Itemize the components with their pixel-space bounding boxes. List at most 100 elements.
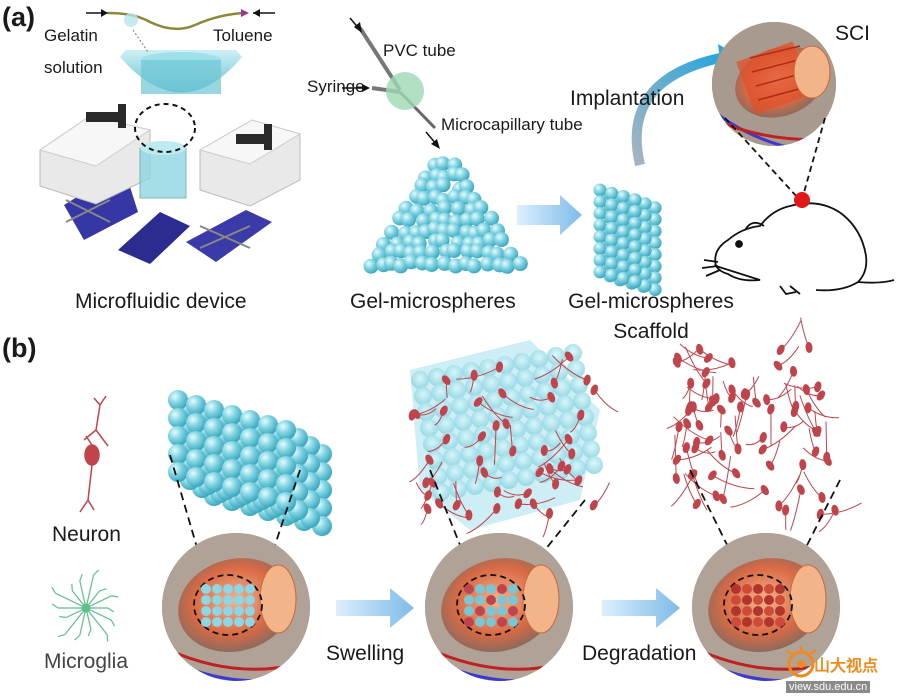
cord-fill-bead bbox=[245, 606, 255, 616]
neuron-process bbox=[795, 464, 804, 484]
neuron-process bbox=[529, 396, 552, 401]
swollen-scaffold-with-neurons bbox=[408, 340, 619, 538]
neuron-process bbox=[420, 508, 429, 525]
cube-sphere bbox=[168, 462, 188, 482]
cord-fill-bead bbox=[753, 606, 763, 616]
watermark-url: view.sdu.edu.cn bbox=[786, 681, 871, 693]
cord-fill-bead bbox=[201, 584, 211, 594]
cube-sphere bbox=[168, 426, 188, 446]
swollen-bead bbox=[500, 471, 518, 489]
cube-sphere bbox=[648, 201, 662, 215]
neuron-process bbox=[415, 408, 437, 416]
sci-spinal-cord-view bbox=[712, 22, 836, 146]
cube-sphere bbox=[638, 232, 652, 246]
microglia-twig bbox=[87, 629, 92, 637]
swollen-bead bbox=[446, 464, 464, 482]
neuron-process bbox=[455, 480, 458, 506]
cord-fill-bead bbox=[764, 595, 774, 605]
cord-fill-bead bbox=[775, 584, 785, 594]
neuron-process bbox=[691, 474, 708, 511]
cube-sphere bbox=[593, 242, 607, 255]
cube-sphere bbox=[222, 441, 242, 461]
swollen-bead bbox=[579, 424, 597, 442]
swollen-bead bbox=[514, 452, 532, 470]
watermark-brand: 山大视点 bbox=[814, 658, 879, 675]
cord-fill-bead bbox=[508, 584, 518, 594]
cube-sphere bbox=[605, 186, 619, 200]
swollen-bead bbox=[457, 429, 475, 447]
cord-fill-bead bbox=[753, 617, 763, 627]
cord-fill-bead bbox=[234, 606, 244, 616]
microglia-twig bbox=[111, 595, 119, 598]
neuron-process bbox=[800, 317, 810, 348]
swollen-bead bbox=[471, 410, 489, 428]
neuron-process bbox=[493, 425, 497, 465]
neuron-process bbox=[780, 320, 802, 351]
neuron-process bbox=[464, 435, 483, 448]
swollen-bead bbox=[428, 368, 446, 386]
neuron-process bbox=[539, 465, 562, 483]
cube-sphere bbox=[628, 275, 642, 289]
microsphere bbox=[416, 190, 432, 206]
neuron-process bbox=[569, 414, 582, 433]
microglia-twig bbox=[110, 619, 116, 627]
microglia-twig bbox=[51, 586, 56, 594]
cube-sphere bbox=[240, 464, 260, 484]
cube-sphere bbox=[628, 204, 642, 218]
swollen-bead bbox=[548, 446, 566, 464]
swollen-bead bbox=[585, 456, 603, 474]
neuron-process bbox=[534, 356, 570, 380]
cube-sphere bbox=[648, 224, 662, 238]
cord-fill-bead bbox=[464, 617, 474, 627]
microsphere bbox=[424, 257, 440, 272]
neuron-process bbox=[701, 372, 707, 401]
swollen-bead bbox=[516, 369, 534, 387]
swollen-bead bbox=[517, 468, 535, 486]
neuron-process bbox=[762, 425, 797, 450]
swollen-bead bbox=[519, 385, 537, 403]
cord-fill-bead bbox=[775, 617, 785, 627]
cube-sphere bbox=[628, 228, 642, 242]
neuron-process bbox=[802, 447, 828, 462]
neuron-process bbox=[549, 468, 583, 488]
cube-sphere bbox=[605, 210, 619, 224]
cord-fill-bead bbox=[464, 595, 474, 605]
microglia-branch bbox=[79, 580, 87, 609]
cube-sphere bbox=[258, 433, 278, 453]
cube-sphere bbox=[258, 469, 278, 489]
swollen-bead bbox=[505, 404, 523, 422]
swollen-bead bbox=[420, 419, 438, 437]
cube-sphere bbox=[628, 193, 642, 207]
neuron-process bbox=[732, 406, 742, 437]
swollen-bead bbox=[545, 430, 563, 448]
microsphere bbox=[482, 232, 498, 248]
cube-sphere bbox=[593, 230, 607, 244]
microglia-icon bbox=[51, 569, 119, 642]
cord-fill-bead bbox=[764, 617, 774, 627]
swollen-bead bbox=[465, 378, 483, 396]
swollen-bead bbox=[445, 365, 463, 383]
spinal-cord-circle bbox=[692, 533, 840, 681]
cord-fill-bead bbox=[508, 617, 518, 627]
scaffold-label-line1: Gel-microspheres bbox=[568, 290, 734, 313]
cord-fill-bead bbox=[212, 584, 222, 594]
microsphere bbox=[469, 243, 485, 259]
implantation-label: Implantation bbox=[570, 87, 685, 110]
cord-fill-bead bbox=[223, 595, 233, 605]
neuron-process bbox=[699, 348, 735, 366]
neuron-process bbox=[483, 472, 502, 479]
cord-fill-bead bbox=[464, 606, 474, 616]
microglia-twig bbox=[106, 634, 109, 642]
neuron-process bbox=[777, 346, 800, 367]
gel-microspheres-label: Gel-microspheres bbox=[350, 290, 516, 313]
swelling-label: Swelling bbox=[326, 642, 405, 665]
swollen-bead bbox=[448, 381, 466, 399]
neuron-process bbox=[778, 474, 801, 507]
mouse-illustration bbox=[701, 202, 895, 295]
implantation-arrow bbox=[631, 53, 722, 167]
microglia-branch bbox=[85, 607, 108, 635]
neuron-process bbox=[720, 432, 723, 456]
neuron-process bbox=[477, 401, 513, 418]
panel-a-tag: (a) bbox=[2, 2, 35, 32]
microsphere bbox=[503, 246, 519, 262]
